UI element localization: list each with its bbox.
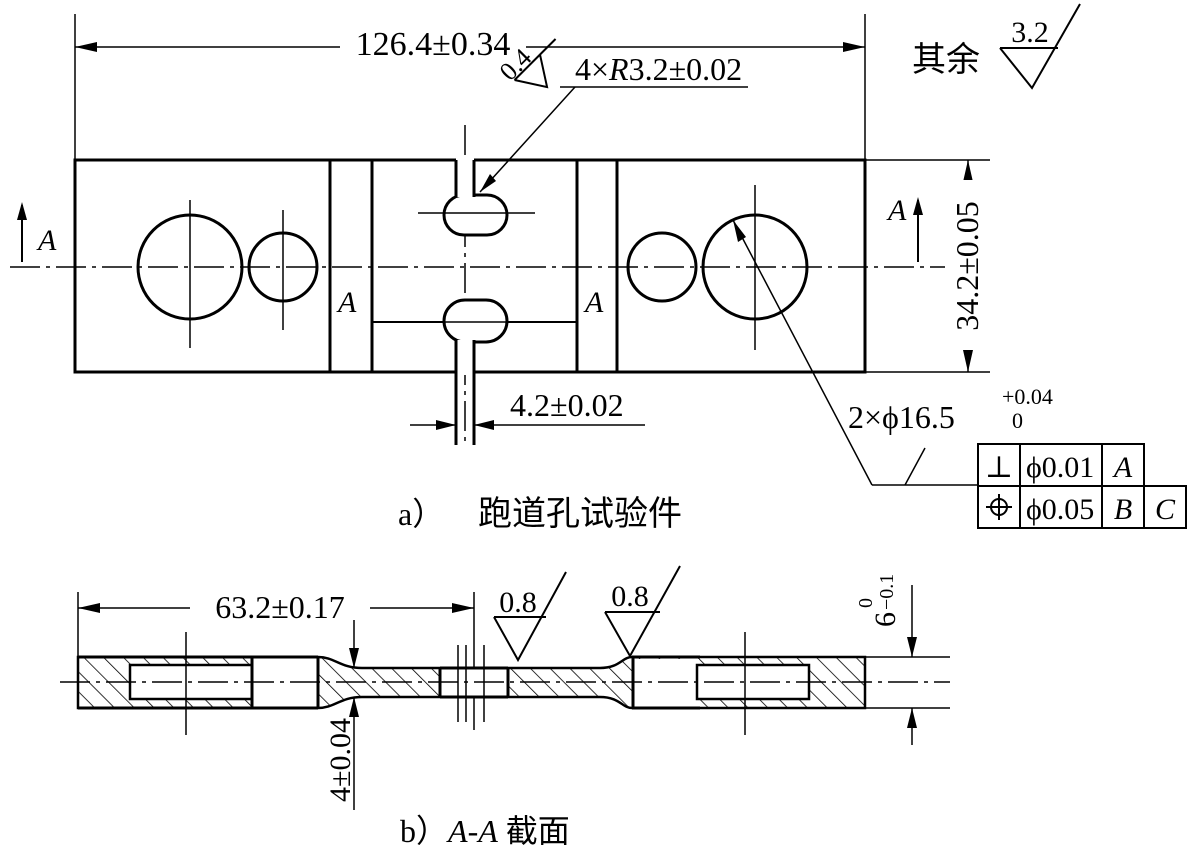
- figure-a: 126.4±0.34 其余 3.2 4×R3.2±0.02 0.4: [10, 3, 1187, 533]
- overall-length-text: 126.4±0.34: [356, 26, 511, 63]
- general-roughness-value: 3.2: [1011, 16, 1049, 49]
- hole-right-small: [626, 231, 698, 303]
- figure-a-caption: 跑道孔试验件: [478, 495, 682, 533]
- svg-text:0.8: 0.8: [611, 580, 649, 613]
- slot-width-dimension: 4.2±0.02: [410, 387, 645, 430]
- svg-text:0.8: 0.8: [499, 586, 537, 619]
- roughness-symbol-right: 0.8: [604, 565, 681, 659]
- hole-lower-tol: 0: [1012, 408, 1023, 433]
- thickness-base: 6: [869, 612, 902, 627]
- height-dimension: 34.2±0.05: [865, 159, 990, 373]
- hole-diameter-callout: 2×ϕ16.5 +0.04 0: [732, 219, 1053, 486]
- fcf-datum-a: A: [1112, 451, 1133, 484]
- hole-left-small: [247, 210, 319, 330]
- thickness-lower: −0.1: [876, 574, 898, 610]
- feature-control-frame: ⊥ ϕ0.01 A ϕ0.05 B C: [977, 443, 1187, 529]
- general-roughness-label: 其余: [912, 41, 980, 79]
- thin-thickness-text: 4±0.04: [324, 718, 357, 802]
- roughness-symbol-left: 0.8: [493, 571, 567, 663]
- figure-b-caption: b）A-A 截面: [400, 813, 570, 849]
- section-marker-left: A: [17, 202, 57, 262]
- fcf-datum-c: C: [1155, 493, 1176, 526]
- hole-right-large: [701, 185, 809, 350]
- fcf-tolerance-1: ϕ0.01: [1026, 451, 1094, 484]
- position-icon: [986, 494, 1012, 520]
- section-label-left: A: [336, 286, 357, 319]
- hole-left-large: [136, 200, 244, 348]
- fcf-tolerance-2: ϕ0.05: [1026, 493, 1094, 526]
- height-text: 34.2±0.05: [949, 201, 985, 331]
- fcf-symbol-perpendicularity: ⊥: [985, 451, 1013, 484]
- hole-diameter-text: 2×ϕ16.5: [848, 399, 955, 435]
- section-label-right: A: [583, 286, 604, 319]
- slot-bottom: [418, 298, 535, 445]
- half-length-dimension: 63.2±0.17: [77, 589, 475, 730]
- figure-a-caption-tag: a）: [398, 496, 444, 532]
- general-roughness-note: 其余 3.2: [912, 3, 1081, 90]
- radius-text: 4×R3.2±0.02: [575, 51, 742, 87]
- half-length-text: 63.2±0.17: [215, 589, 345, 625]
- full-thickness-dimension: 6 0 −0.1: [855, 574, 950, 745]
- section-marker-right: A: [886, 194, 923, 262]
- slot-width-text: 4.2±0.02: [510, 387, 624, 423]
- thin-thickness-dimension: 4±0.04: [324, 620, 359, 810]
- overall-length-dimension: 126.4±0.34: [75, 26, 865, 63]
- slot-top: [418, 157, 535, 237]
- fcf-datum-b: B: [1114, 493, 1132, 526]
- svg-text:A: A: [886, 194, 907, 227]
- thickness-upper: 0: [855, 598, 877, 608]
- radius-callout: 4×R3.2±0.02 0.4: [479, 38, 748, 193]
- svg-text:A: A: [36, 224, 57, 257]
- hole-upper-tol: +0.04: [1002, 384, 1053, 409]
- figure-b: 63.2±0.17 4±0.04: [60, 565, 950, 849]
